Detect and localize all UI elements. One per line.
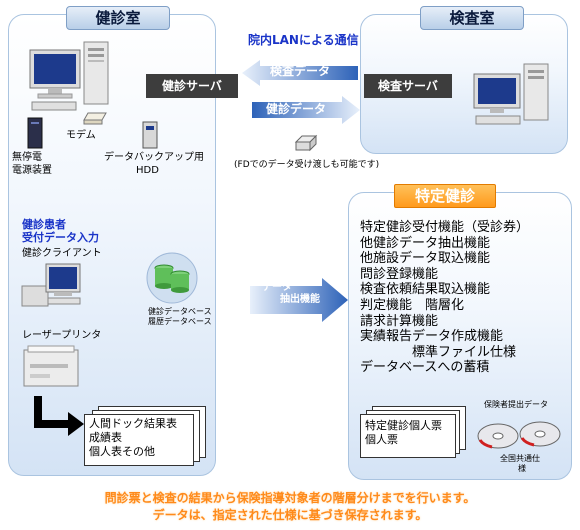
patient-input-label-line2: 受付データ入力	[22, 231, 99, 244]
national-spec-label-line2: 様	[518, 464, 526, 473]
ups-icon	[27, 117, 43, 149]
arrow-kenshin-to-kensa	[252, 96, 360, 124]
printer-icon	[23, 345, 79, 387]
backup-label-line2: HDD	[136, 165, 159, 176]
insurer-label: 保険者提出データ	[484, 400, 548, 409]
function-item: 他施設データ取込機能	[360, 251, 491, 267]
kenshinshitsu-title: 健診室	[66, 6, 170, 30]
data-extract-arrow	[250, 278, 348, 322]
backup-label-line1: データバックアップ用	[104, 152, 204, 163]
kenshin-server-pc-icon	[29, 41, 109, 111]
floppy-drive-icon	[294, 134, 318, 152]
ups-label-line1: 無停電	[12, 152, 42, 163]
arrow-kenshin-data-label: 健診データ	[266, 102, 327, 116]
db-label-line1: 健診データベース	[148, 307, 212, 316]
output-doc-line-2: 成績表	[89, 431, 122, 444]
printer-output-arrow	[34, 396, 84, 436]
db-label-line2: 履歴データベース	[148, 317, 212, 326]
footer-line-1: 問診票と検査の結果から保険指導対象者の階層分けまでを行います。	[104, 491, 476, 505]
function-item: 実績報告データ作成機能	[360, 329, 504, 345]
kenshin-client-pc-icon	[21, 263, 81, 307]
national-spec-label-line1: 全国共通仕	[500, 454, 540, 463]
arrow-kensa-data-label: 検査データ	[270, 64, 331, 78]
hdd-icon	[142, 121, 158, 149]
modem-label: モデム	[66, 130, 96, 141]
patient-input-label-line1: 健診患者	[22, 218, 66, 231]
kensa-server-label: 検査サーバ	[364, 74, 452, 98]
function-item: 検査依頼結果取込機能	[360, 282, 491, 298]
ups-label-line2: 電源装置	[12, 165, 52, 176]
function-item: 標準ファイル仕様	[360, 344, 517, 360]
ticket-line-2: 個人票	[365, 433, 398, 446]
footer-line-2: データは、指定された仕様に基づき保存されます。	[152, 508, 428, 522]
function-item: 判定機能 階層化	[360, 297, 465, 313]
arrow-kensa-to-kenshin	[242, 60, 358, 86]
database-icon	[146, 252, 198, 304]
function-item: データベースへの蓄積	[360, 360, 490, 376]
data-extract-label-line1: データ	[262, 282, 292, 293]
data-extract-label-line2: 抽出機能	[280, 294, 320, 305]
function-item: 問診登録機能	[360, 266, 439, 282]
client-label: 健診クライアント	[22, 248, 102, 259]
lan-title: 院内LANによる通信	[248, 33, 359, 47]
function-item: 特定健診受付機能（受診券）	[360, 220, 530, 235]
ticket-front: 特定健診個人票 個人票	[360, 414, 456, 458]
printer-label: レーザープリンタ	[22, 330, 102, 341]
tokutei-function-list: 特定健診受付機能（受診券） 他健診データ抽出機能 他施設データ取込機能 問診登録…	[360, 220, 529, 376]
function-item: 他健診データ抽出機能	[360, 235, 491, 251]
output-doc-front: 人間ドック結果表 成績表 個人表その他	[84, 414, 194, 466]
disc-icon	[477, 421, 561, 449]
kensashitsu-title: 検査室	[420, 6, 524, 30]
kenshin-server-label: 健診サーバ	[146, 74, 238, 98]
function-item: 請求計算機能	[360, 313, 439, 329]
ticket-line-1: 特定健診個人票	[365, 419, 442, 432]
kensa-server-pc-icon	[473, 63, 549, 125]
output-doc-line-1: 人間ドック結果表	[89, 417, 177, 430]
modem-icon	[83, 112, 107, 125]
fd-note: (FDでのデータ受け渡しも可能です)	[234, 160, 380, 170]
output-doc-line-3: 個人表その他	[89, 445, 155, 458]
tokutei-title: 特定健診	[394, 184, 496, 208]
